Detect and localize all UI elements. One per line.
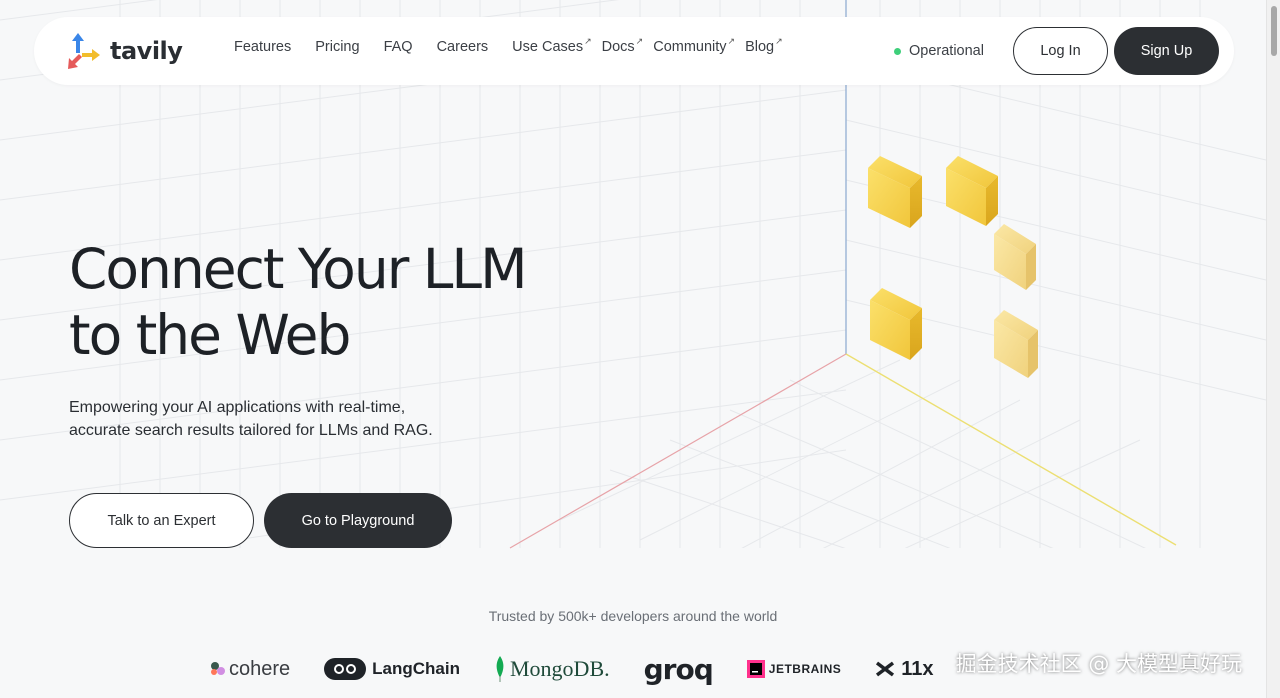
watermark-text: 掘金技术社区 @ 大模型真好玩 [955, 652, 1242, 676]
jetbrains-wordmark: JETBRAINS [768, 662, 842, 676]
mongodb-leaf-icon [496, 656, 504, 682]
status-dot-icon [894, 47, 901, 55]
hero-subtitle-line-1: Empowering your AI applications with rea… [69, 399, 406, 416]
groq-wordmark: groq [643, 652, 714, 686]
nav-link-careers[interactable]: Careers [437, 39, 489, 55]
cohere-logo-icon [211, 662, 225, 675]
nav-link-label: FAQ [383, 39, 413, 55]
talk-to-expert-button[interactable]: Talk to an Expert [69, 493, 254, 548]
external-link-icon: ↗ [775, 36, 783, 46]
jetbrains-logo-icon [746, 660, 765, 678]
nav-link-use-cases[interactable]: Use Cases↗ [512, 36, 592, 55]
external-link-icon: ↗ [635, 36, 644, 46]
nav-link-community[interactable]: Community↗ [653, 36, 736, 55]
groq-logo: groq [643, 652, 714, 686]
nav-link-docs[interactable]: Docs↗ [601, 36, 644, 55]
trusted-by-text: Trusted by 500k+ developers around the w… [488, 608, 778, 624]
nav-link-blog[interactable]: Blog↗ [745, 36, 783, 55]
vertical-scrollbar[interactable] [1266, 0, 1280, 698]
nav-link-faq[interactable]: FAQ [384, 39, 413, 55]
nav-link-label: Use Cases [512, 39, 584, 55]
hero-title-line-1: Connect Your LLM [69, 237, 528, 301]
nav-links: Features Pricing FAQ Careers Use Cases↗ … [234, 36, 793, 55]
go-to-playground-button[interactable]: Go to Playground [264, 493, 452, 548]
langchain-logo: LangChain [324, 658, 460, 680]
signup-button[interactable]: Sign Up [1114, 27, 1219, 75]
system-status[interactable]: Operational [894, 43, 984, 59]
tavily-logo-icon [68, 33, 100, 69]
cube-2 [946, 156, 998, 226]
cube-5 [994, 310, 1038, 378]
scrollbar-thumb[interactable] [1271, 6, 1277, 56]
external-link-icon: ↗ [584, 36, 592, 46]
cube-1 [868, 156, 922, 228]
11x-logo-icon [876, 661, 895, 677]
nav-link-label: Careers [436, 39, 489, 55]
11x-logo: 11x [875, 657, 934, 681]
mongodb-logo: MongoDB. [494, 656, 610, 682]
external-link-icon: ↗ [727, 36, 736, 46]
tavily-logo[interactable]: tavily [66, 31, 183, 71]
11x-wordmark: 11x [901, 657, 934, 680]
cube-3 [994, 224, 1036, 290]
status-label: Operational [909, 43, 984, 59]
langchain-logo-icon [324, 658, 367, 680]
login-button[interactable]: Log In [1013, 27, 1108, 75]
nav-link-label: Features [234, 39, 292, 55]
nav-link-label: Blog [745, 39, 775, 55]
mongodb-wordmark: MongoDB. [510, 656, 610, 681]
hero-title: Connect Your LLM to the Web [69, 236, 589, 368]
customer-logos: cohere LangChain MongoDB. groq JETBRAINS [210, 652, 968, 686]
cohere-wordmark: cohere [229, 657, 291, 680]
nav-link-label: Pricing [315, 39, 360, 55]
nav-link-label: Community [653, 39, 727, 55]
brand-name: tavily [110, 37, 183, 65]
nav-link-pricing[interactable]: Pricing [315, 39, 359, 55]
hero-subtitle: Empowering your AI applications with rea… [69, 396, 489, 442]
hero-subtitle-line-2: accurate search results tailored for LLM… [69, 422, 433, 439]
cohere-logo: cohere [210, 658, 290, 681]
hero-title-line-2: to the Web [69, 303, 351, 367]
nav-link-features[interactable]: Features [234, 39, 291, 55]
jetbrains-logo: JETBRAINS [746, 660, 842, 678]
langchain-wordmark: LangChain [372, 659, 460, 678]
top-navigation-bar: tavily Features Pricing FAQ Careers Use … [34, 17, 1234, 85]
nav-link-label: Docs [601, 39, 635, 55]
cube-4 [870, 288, 922, 360]
